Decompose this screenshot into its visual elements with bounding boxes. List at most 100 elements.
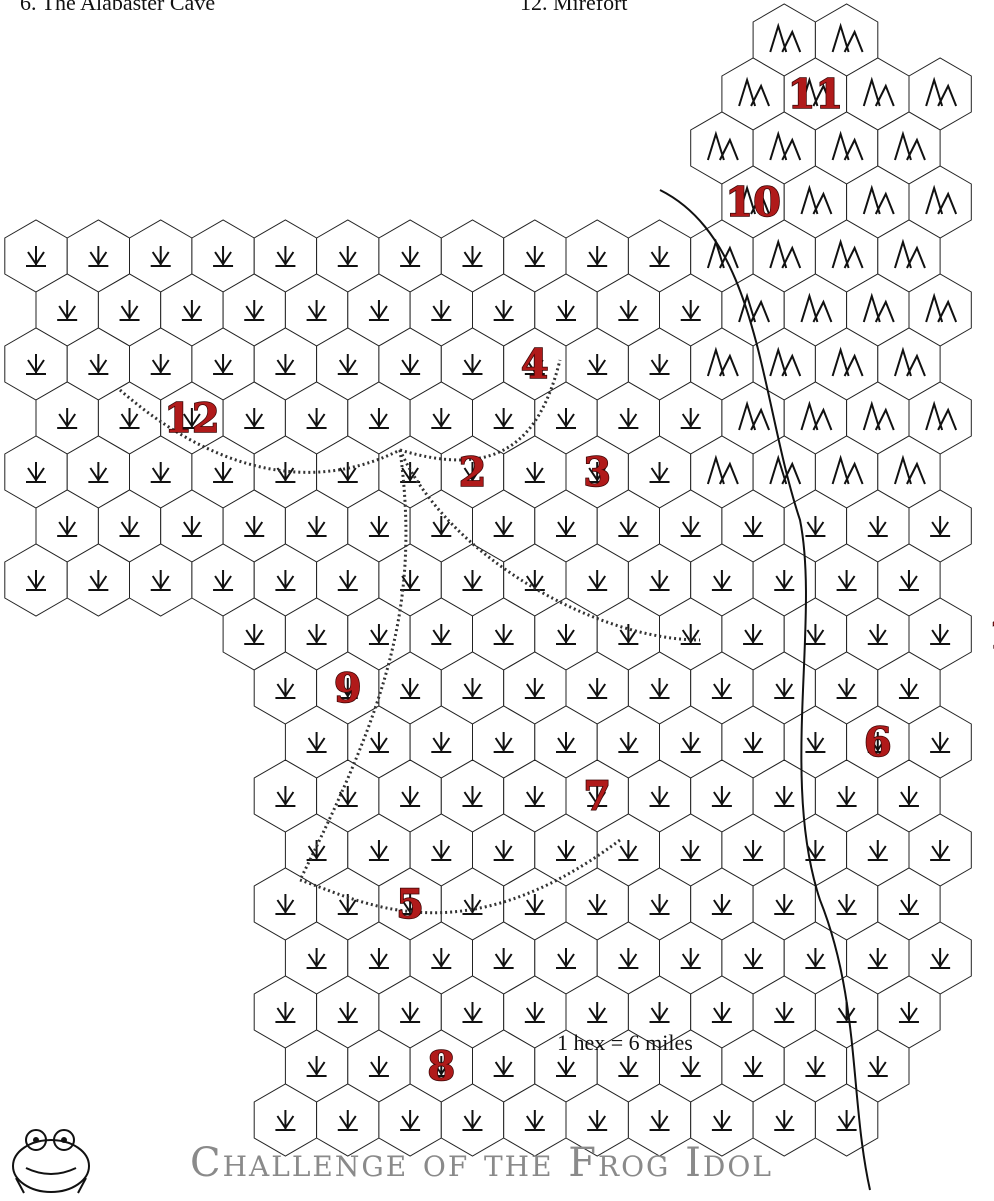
marsh-icon (867, 840, 888, 861)
mountain-icon (831, 346, 864, 377)
marsh-icon (774, 570, 795, 591)
location-marker: 11 (788, 71, 844, 118)
marsh-icon (618, 948, 639, 969)
marsh-icon (587, 570, 608, 591)
marsh-icon (680, 840, 701, 861)
marsh-icon (711, 1110, 732, 1131)
marsh-icon (26, 354, 46, 375)
marsh-icon (711, 570, 732, 591)
marsh-icon (930, 516, 951, 537)
trail (119, 388, 401, 474)
marsh-icon (462, 894, 483, 915)
marsh-icon (493, 408, 514, 429)
marsh-icon (88, 246, 109, 267)
mountain-icon (893, 130, 926, 161)
marsh-icon (493, 516, 514, 537)
marsh-icon (337, 246, 358, 267)
marsh-icon (244, 408, 265, 429)
marsh-icon (524, 894, 545, 915)
mountain-icon (769, 130, 802, 161)
marsh-icon (649, 246, 670, 267)
marsh-icon (649, 570, 670, 591)
marsh-icon (587, 894, 608, 915)
marsh-icon (150, 570, 171, 591)
mountain-icon (800, 184, 833, 215)
marsh-icon (431, 840, 452, 861)
marsh-icon (711, 786, 732, 807)
marsh-icon (898, 1002, 919, 1023)
marsh-icon (774, 1110, 795, 1131)
marsh-icon (587, 246, 608, 267)
marsh-icon (680, 1056, 701, 1077)
marsh-icon (26, 570, 46, 591)
marsh-icon (930, 840, 951, 861)
mountain-icon (831, 22, 864, 53)
marsh-icon (244, 624, 265, 645)
marsh-icon (119, 408, 140, 429)
marsh-icon (524, 246, 545, 267)
mountain-icon (862, 184, 895, 215)
location-marker: 3 (583, 449, 611, 496)
marsh-icon (805, 624, 826, 645)
mountain-icon (800, 76, 833, 107)
marsh-icon (400, 894, 421, 915)
marsh-icon (680, 948, 701, 969)
marsh-icon (743, 732, 764, 753)
marsh-icon (898, 678, 919, 699)
map-title: Challenge of the Frog Idol (190, 1140, 773, 1186)
mountain-icon (893, 346, 926, 377)
marsh-icon (711, 1002, 732, 1023)
marsh-icon (400, 354, 421, 375)
legend-entry-mirefort: 12. Mirefort (520, 0, 628, 15)
marsh-icon (244, 516, 265, 537)
legend-entry-alabaster-cave: 6. The Alabaster Cave (20, 0, 216, 15)
marsh-icon (213, 570, 234, 591)
marsh-icon (774, 678, 795, 699)
location-marker: 1 (989, 611, 994, 658)
marsh-icon (368, 624, 389, 645)
trail (399, 359, 562, 462)
mountain-icon (738, 76, 770, 107)
marsh-icon (337, 1002, 358, 1023)
mountain-icon (769, 346, 802, 377)
marsh-icon (618, 624, 639, 645)
marsh-icon (556, 408, 577, 429)
marsh-icon (213, 246, 234, 267)
marsh-icon (743, 840, 764, 861)
marsh-icon (244, 300, 265, 321)
mountain-icon (862, 76, 895, 107)
terrain-layer (26, 22, 958, 1131)
marsh-icon (867, 516, 888, 537)
marsh-icon (805, 732, 826, 753)
marsh-icon (898, 786, 919, 807)
marsh-icon (556, 624, 577, 645)
mountain-icon (925, 184, 958, 215)
marsh-icon (680, 516, 701, 537)
marsh-icon (711, 894, 732, 915)
marsh-icon (680, 624, 701, 645)
marsh-icon (649, 462, 670, 483)
marsh-icon (462, 354, 483, 375)
location-marker: 7 (583, 773, 611, 820)
mountain-icon (738, 184, 770, 215)
marsh-icon (368, 300, 389, 321)
marsh-icon (26, 246, 46, 267)
mountain-icon (831, 454, 864, 485)
location-marker: 10 (725, 179, 781, 226)
marsh-icon (493, 624, 514, 645)
trail (398, 449, 701, 642)
marsh-icon (618, 300, 639, 321)
marsh-icon (867, 624, 888, 645)
location-marker: 5 (396, 881, 424, 928)
marsh-icon (88, 570, 109, 591)
marsh-icon (930, 948, 951, 969)
mountain-icon (925, 292, 958, 323)
marsh-icon (462, 246, 483, 267)
map-scale: 1 hex = 6 miles (557, 1030, 693, 1055)
marsh-icon (368, 732, 389, 753)
marsh-icon (524, 1110, 545, 1131)
marsh-icon (743, 948, 764, 969)
marsh-icon (493, 732, 514, 753)
marsh-icon (524, 678, 545, 699)
